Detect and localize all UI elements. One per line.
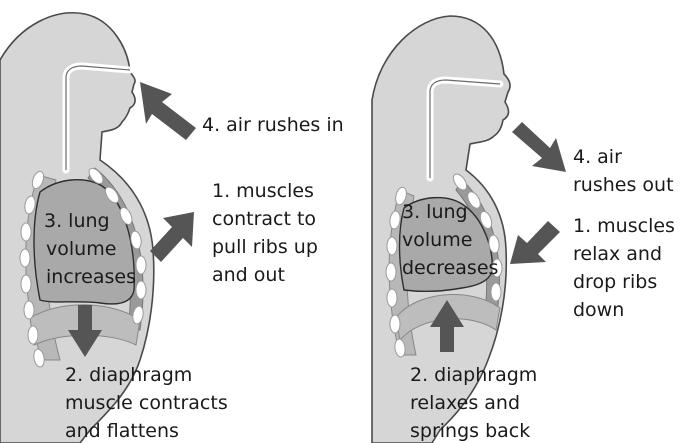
inhalation-figure: 4. air rushes in 1. muscles contract to … — [0, 13, 344, 443]
inhale-air-arrow — [140, 82, 196, 140]
exhale-air-label: 4. air rushes out — [573, 146, 674, 196]
exhalation-figure: 4. air rushes out 1. muscles relax and d… — [372, 16, 681, 443]
exhale-diaphragm-label: 2. diaphragm relaxes and springs back — [410, 364, 543, 442]
exhale-muscles-label: 1. muscles relax and drop ribs down — [573, 215, 681, 321]
inhale-rib-arrow — [150, 212, 194, 262]
exhale-air-arrow — [512, 122, 566, 172]
exhale-rib-arrow — [510, 221, 560, 264]
inhale-air-label: 4. air rushes in — [202, 114, 344, 136]
inhale-diaphragm-label: 2. diaphragm muscle contracts and flatte… — [65, 364, 234, 442]
inhale-muscles-label: 1. muscles contract to pull ribs up and … — [212, 180, 324, 286]
